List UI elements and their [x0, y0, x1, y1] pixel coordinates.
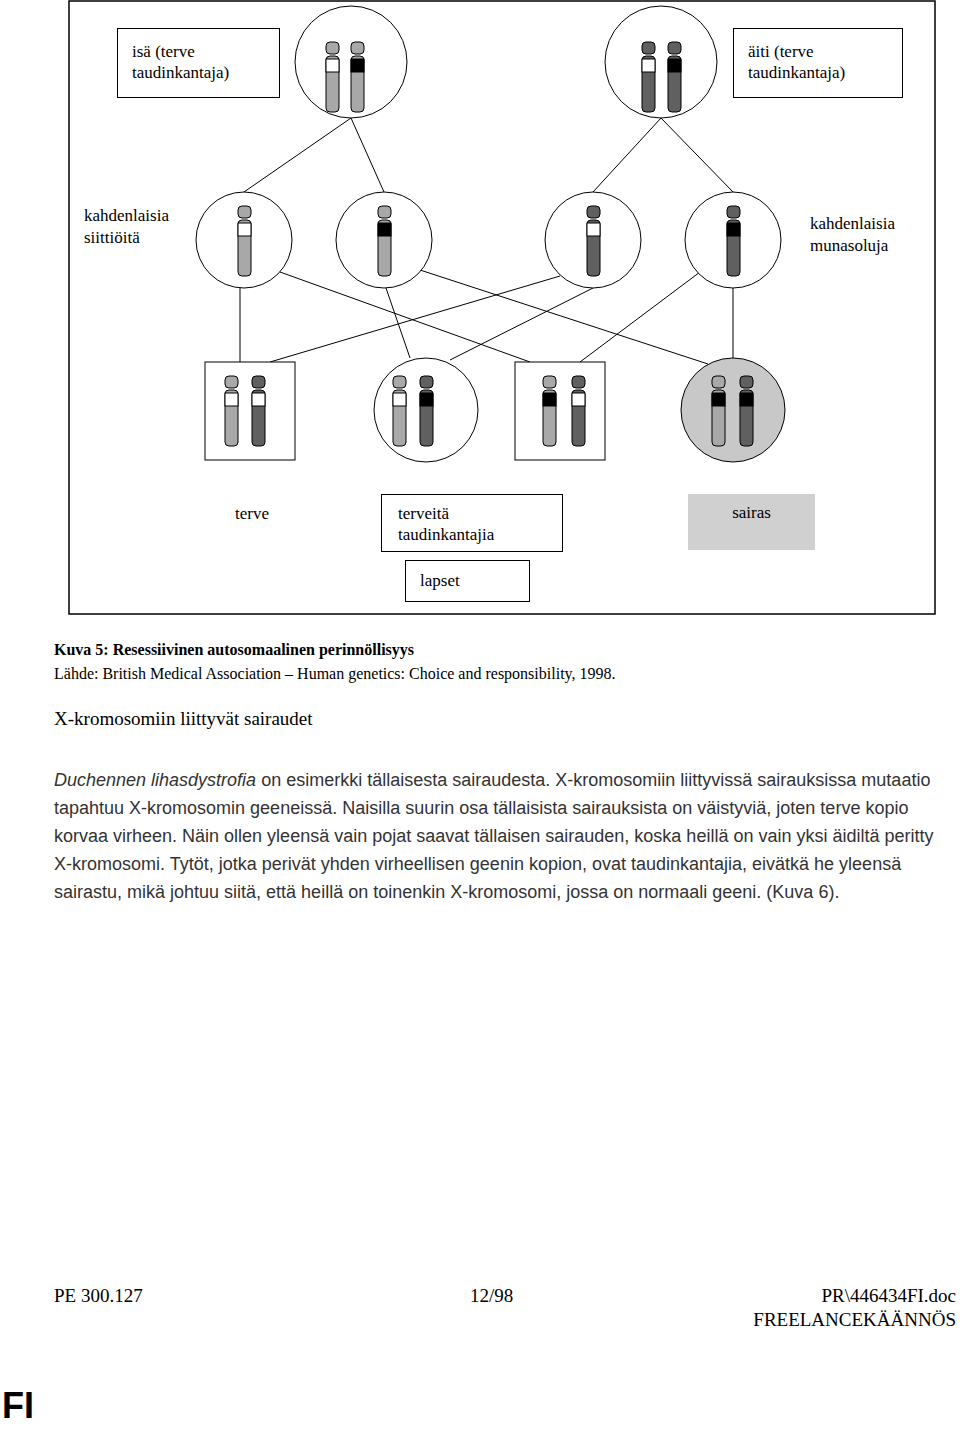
parent-cells: [295, 6, 717, 118]
gamete-label: kahdenlaisia munasoluja: [810, 213, 925, 257]
box-text: lapset: [420, 570, 515, 591]
box-text: terveitä taudinkantajia: [398, 503, 526, 545]
label-box: isä (terve taudinkantaja): [117, 28, 280, 98]
child-label: terve: [235, 503, 269, 524]
gamete-label: kahdenlaisia siittiöitä: [84, 205, 196, 249]
figure-frame: [69, 1, 935, 614]
figure-caption: Kuva 5: Resessiivinen autosomaalinen per…: [54, 641, 414, 659]
body-term: Duchennen lihasdystrofia: [54, 770, 256, 790]
footer-text: PE 300.127: [54, 1284, 143, 1307]
page-number: 12/98: [470, 1284, 513, 1307]
language-code: FI: [2, 1386, 34, 1426]
box-text: sairas: [696, 502, 807, 523]
source-note: Lähde: British Medical Association – Hum…: [54, 664, 616, 684]
lineage-lines: [240, 118, 733, 364]
label-box: äiti (terve taudinkantaja): [733, 28, 903, 98]
box-text: äiti (terve taudinkantaja): [748, 41, 888, 83]
footer-text: FREELANCEKÄÄNNÖS: [753, 1308, 956, 1331]
label-box: terveitä taudinkantajia: [381, 494, 563, 552]
label-box: lapset: [405, 560, 530, 602]
child-cells: [205, 358, 785, 462]
gamete-cells: [196, 192, 781, 288]
box-text: isä (terve taudinkantaja): [132, 41, 265, 83]
footer-text: PR\446434FI.doc: [821, 1284, 956, 1307]
status-box: sairas: [688, 494, 815, 550]
section-heading: X-kromosomiin liittyvät sairaudet: [54, 707, 313, 730]
body-paragraph: Duchennen lihasdystrofiaon esimerkki täl…: [54, 766, 940, 906]
